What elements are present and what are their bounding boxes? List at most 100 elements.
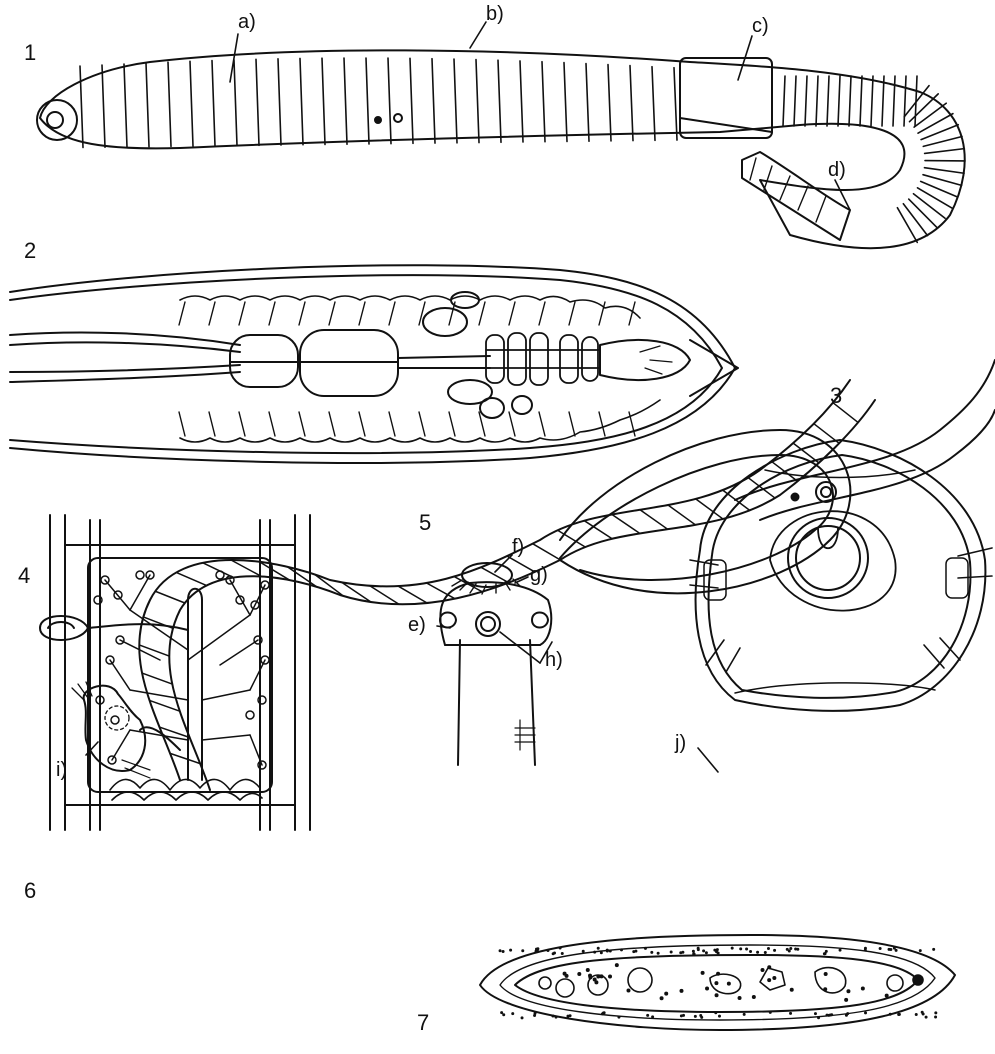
dot-mark — [795, 948, 797, 950]
label-j: j) — [675, 733, 686, 753]
stroke-mark — [913, 194, 945, 219]
figure-number-5: 5 — [419, 512, 431, 534]
stroke-mark — [520, 61, 523, 142]
stroke-mark — [102, 65, 105, 147]
stroke-mark — [539, 302, 545, 325]
stroke-mark — [674, 68, 677, 140]
dot-mark — [683, 1015, 685, 1017]
stroke-mark — [329, 412, 335, 436]
stroke-mark — [269, 412, 275, 436]
stroke-mark — [630, 66, 633, 141]
dot-mark — [606, 949, 608, 951]
figure-number-2: 2 — [24, 240, 36, 262]
stroke-mark — [168, 62, 171, 146]
stroke-mark — [612, 514, 640, 533]
stroke-mark — [315, 574, 344, 596]
stroke-mark — [915, 76, 917, 126]
stroke-mark — [322, 58, 325, 144]
dot-mark — [512, 1013, 514, 1015]
dot-mark — [727, 982, 730, 985]
stroke-mark — [893, 76, 895, 126]
dot-mark — [552, 1015, 554, 1017]
dot-mark — [935, 1016, 937, 1018]
dot-mark — [790, 988, 793, 991]
dot-mark — [647, 1015, 649, 1017]
dot-mark — [501, 1012, 503, 1014]
stroke-mark — [827, 76, 829, 126]
dot-mark — [597, 975, 600, 978]
stroke-mark — [539, 412, 545, 436]
stroke-mark — [203, 563, 234, 578]
dot-mark — [111, 716, 119, 724]
dot-mark — [847, 990, 850, 993]
stroke-mark — [723, 490, 750, 510]
stroke-mark — [209, 412, 215, 436]
stroke-mark — [454, 59, 457, 143]
dot-mark — [627, 989, 630, 992]
stroke-mark — [389, 412, 395, 436]
dot-mark — [761, 969, 764, 972]
dot-mark — [890, 949, 892, 951]
stroke-mark — [209, 302, 215, 325]
dot-mark — [537, 948, 539, 950]
stroke-mark — [239, 302, 245, 325]
dot-mark — [652, 1016, 654, 1018]
stroke-mark — [599, 412, 605, 436]
stroke-mark — [921, 125, 958, 140]
dot-mark — [773, 977, 776, 980]
stroke-mark — [155, 591, 185, 603]
stroke-mark — [838, 76, 840, 126]
stroke-mark — [269, 302, 275, 325]
dot-mark — [740, 948, 742, 950]
dot-mark — [790, 1012, 792, 1014]
dot-mark — [769, 1011, 771, 1013]
figure-number-4: 4 — [18, 565, 30, 587]
label-a: a) — [238, 12, 256, 32]
dot-mark — [694, 1015, 696, 1017]
figure-number-6: 6 — [24, 880, 36, 902]
dot-mark — [547, 950, 549, 952]
stroke-mark — [389, 302, 395, 325]
label-e: e) — [408, 615, 426, 635]
stroke-mark — [816, 76, 818, 126]
stroke-mark — [498, 60, 501, 142]
label-b: b) — [486, 4, 504, 24]
stroke-mark — [359, 412, 365, 436]
stroke-mark — [250, 585, 265, 615]
label-h: h) — [545, 650, 563, 670]
stroke-mark — [139, 645, 169, 656]
dot-mark — [680, 1015, 682, 1017]
dot-mark — [563, 972, 566, 975]
stroke-mark — [432, 59, 435, 143]
dot-mark — [845, 998, 848, 1001]
dot-mark — [933, 948, 935, 950]
label-i: i) — [56, 760, 67, 780]
dot-mark — [864, 949, 866, 951]
stroke-mark — [917, 188, 952, 208]
stroke-mark — [668, 505, 695, 525]
stroke-mark — [924, 168, 964, 174]
dot-mark — [705, 952, 707, 954]
stroke-mark — [130, 690, 188, 700]
stroke-mark — [569, 302, 575, 325]
dot-mark — [554, 952, 556, 954]
stroke-mark — [564, 63, 567, 142]
stroke-mark — [586, 64, 589, 142]
dot-mark — [715, 994, 718, 997]
stroke-mark — [909, 94, 938, 122]
dot-mark — [582, 950, 584, 952]
dot-mark — [635, 950, 637, 952]
stroke-mark — [278, 59, 281, 145]
stroke-mark — [188, 615, 250, 660]
dot-mark — [602, 1013, 604, 1015]
dot-mark — [660, 997, 663, 1000]
stroke-mark — [239, 412, 245, 436]
dot-mark — [609, 975, 612, 978]
stroke-mark — [212, 61, 215, 146]
label-d: d) — [828, 160, 846, 180]
stroke-mark — [608, 65, 611, 141]
stroke-mark — [897, 208, 917, 243]
dot-mark — [925, 1016, 927, 1018]
dot-mark — [680, 989, 683, 992]
dot-mark — [879, 948, 881, 950]
